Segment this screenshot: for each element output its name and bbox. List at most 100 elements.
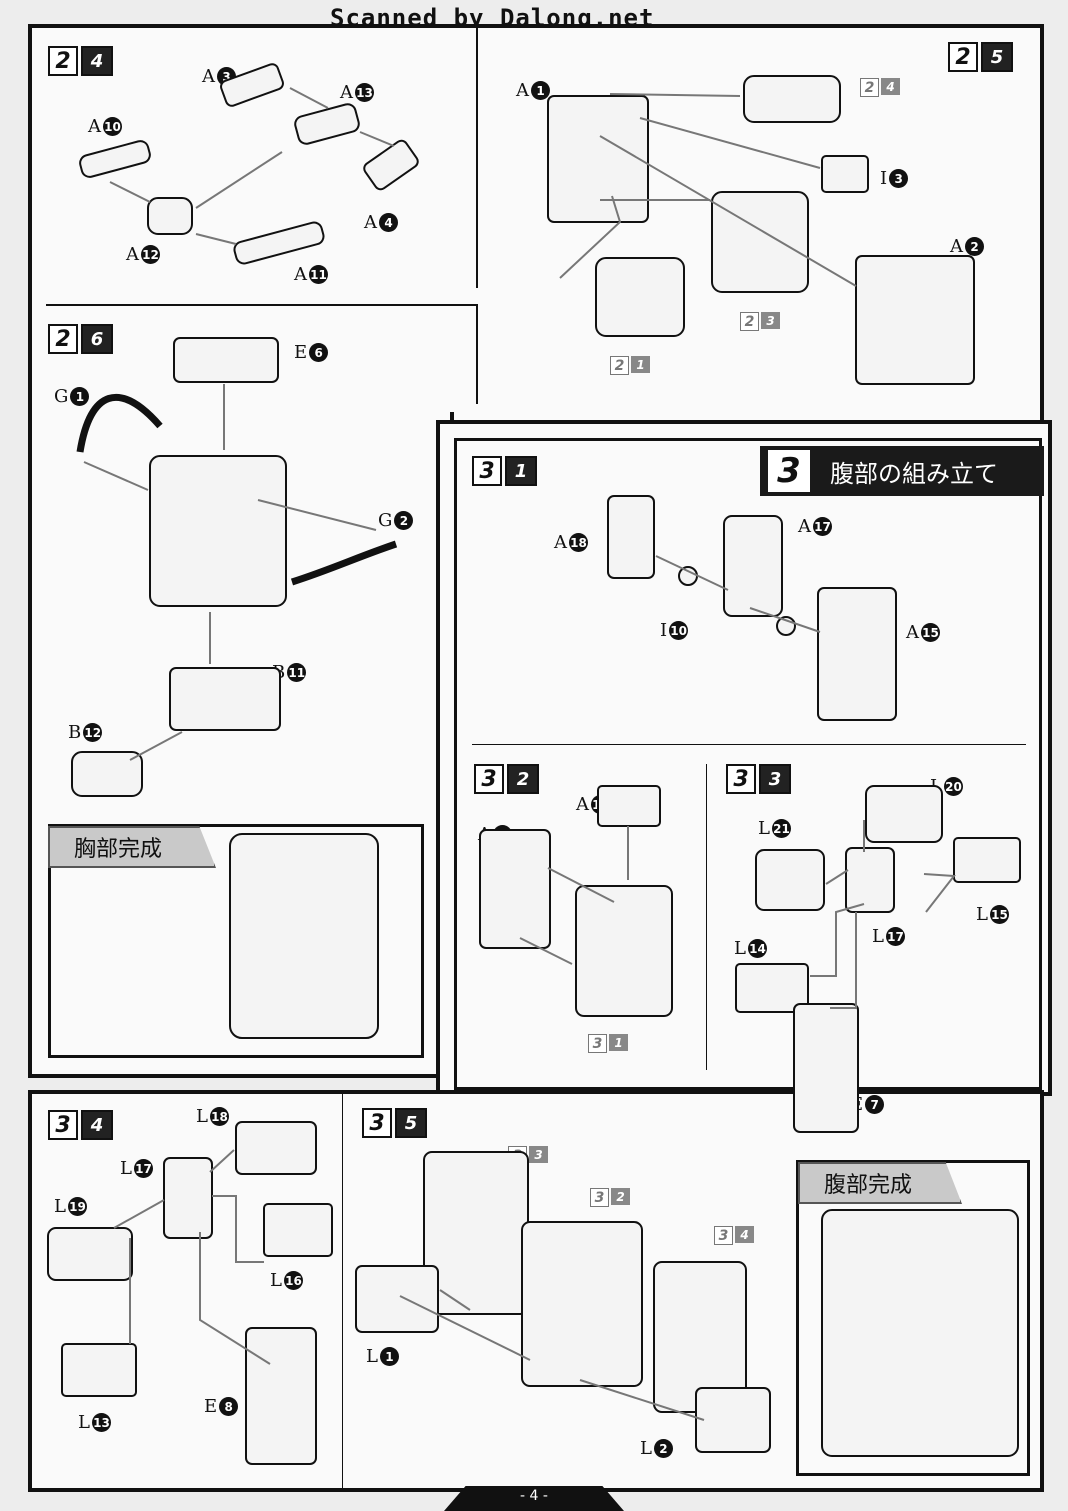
step-minor: 6	[81, 324, 113, 354]
part-l15-drawing-a	[953, 837, 1021, 883]
ref-major: 2	[860, 78, 879, 97]
part-a4-drawing	[363, 139, 419, 191]
part-b11-drawing	[169, 667, 281, 731]
part-runner-letter: A	[88, 116, 101, 137]
ref-3-1: 3 1	[588, 1034, 628, 1053]
part-number: 2	[394, 511, 414, 530]
chest-complete-badge: 胸部完成	[48, 826, 216, 868]
part-e6-drawing	[173, 337, 279, 383]
part-number: 13	[355, 83, 374, 102]
part-runner-letter: A	[294, 264, 307, 285]
part-number: 2	[653, 1439, 673, 1458]
section3-divider-h	[472, 744, 1026, 745]
step-major: 3	[362, 1108, 392, 1138]
step-3-2: 3 2	[474, 764, 539, 794]
part-a3-drawing	[220, 63, 284, 107]
part-runner-letter: A	[906, 622, 919, 643]
step-major: 2	[48, 46, 78, 76]
part-g1-drawing	[76, 394, 163, 453]
part-l1-drawing	[355, 1265, 439, 1333]
part-runner-letter: I	[880, 168, 888, 189]
part-number: 15	[989, 905, 1009, 924]
part-runner-letter: B	[68, 722, 82, 743]
section-title: 腹部の組み立て	[830, 459, 998, 488]
part-2-3-drawing	[711, 191, 809, 293]
part-number: 16	[283, 1271, 303, 1290]
part-runner-letter: A	[798, 516, 811, 537]
ref-major: 3	[588, 1034, 607, 1053]
part-runner-letter: A	[202, 66, 215, 87]
part-runner-letter: G	[378, 510, 393, 531]
part-number: 18	[569, 533, 588, 552]
section-header: 3 腹部の組み立て	[760, 446, 1044, 496]
part-number: 6	[309, 343, 329, 362]
step-major: 3	[48, 1110, 78, 1140]
part-a12-drawing	[147, 197, 193, 235]
step-minor: 4	[81, 1110, 113, 1140]
part-a15-drawing	[817, 587, 897, 721]
part-runner-letter: A	[516, 80, 529, 101]
ref-3-4: 3 4	[714, 1226, 754, 1245]
part-runner-letter: L	[196, 1106, 208, 1127]
part-runner-letter: A	[554, 532, 567, 553]
part-runner-letter: L	[640, 1438, 652, 1459]
part-2-4-drawing	[743, 75, 841, 123]
part-number: 1	[531, 81, 550, 100]
part-runner-letter: A	[364, 212, 377, 233]
part-a17-drawing	[723, 515, 783, 617]
top-divider-horizontal	[46, 304, 478, 306]
chest-assembly-drawing	[149, 455, 287, 607]
part-runner-letter: A	[950, 236, 963, 257]
ref-3-2: 3 2	[590, 1188, 630, 1207]
part-number: 4	[379, 213, 398, 232]
part-i3-drawing	[821, 155, 869, 193]
part-number: 21	[771, 819, 791, 838]
part-number: 18	[209, 1107, 229, 1126]
part-runner-letter: L	[366, 1346, 378, 1367]
part-l17-drawing-a	[845, 847, 895, 913]
ref-minor: 3	[529, 1146, 548, 1163]
part-l18-drawing	[235, 1121, 317, 1175]
part-number: 8	[219, 1397, 239, 1416]
part-runner-letter: I	[660, 620, 668, 641]
ref-2-4: 2 4	[860, 78, 900, 97]
part-2-1-drawing	[595, 257, 685, 337]
part-runner-letter: A	[576, 794, 589, 815]
part-l20-drawing	[865, 785, 943, 843]
part-a11-drawing	[233, 221, 325, 265]
part-number: 7	[865, 1095, 885, 1114]
ref-major: 2	[740, 312, 759, 331]
step-minor: 5	[981, 42, 1013, 72]
part-number: 11	[309, 265, 328, 284]
part-l19-drawing	[47, 1227, 133, 1281]
part-3-1-drawing	[575, 885, 673, 1017]
part-number: 12	[83, 723, 103, 742]
part-runner-letter: L	[120, 1158, 132, 1179]
part-e7-drawing	[793, 1003, 859, 1133]
part-number: 13	[91, 1413, 111, 1432]
step-minor: 3	[759, 764, 791, 794]
part-runner-letter: L	[976, 904, 988, 925]
part-a13-drawing	[294, 103, 360, 145]
step-3-4: 3 4	[48, 1110, 113, 1140]
part-number: 17	[885, 927, 905, 946]
part-a16-drawing	[597, 785, 661, 827]
part-a2-drawing	[855, 255, 975, 385]
part-e8-drawing	[245, 1327, 317, 1465]
ref-minor: 4	[881, 78, 900, 95]
step-major: 2	[948, 42, 978, 72]
